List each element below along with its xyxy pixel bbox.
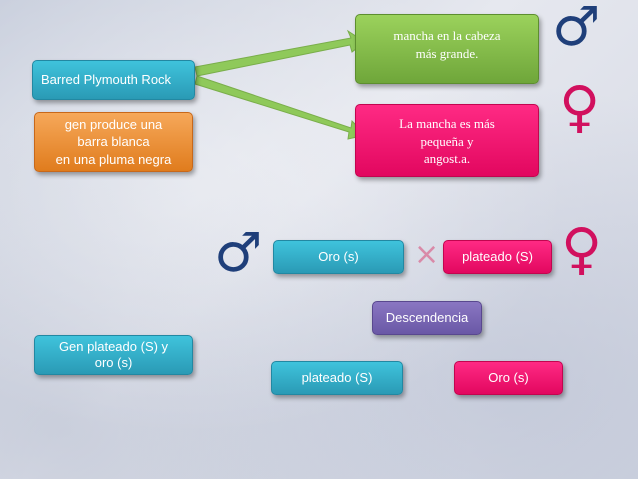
silver-parent-node: plateado (S) — [443, 240, 552, 274]
silver-offspring-label: plateado (S) — [301, 370, 373, 386]
silver-offspring-node: plateado (S) — [271, 361, 403, 395]
barred-plymouth-rock-node: Barred Plymouth Rock — [32, 60, 195, 100]
gene-description-node: gen produce una barra blanca en una plum… — [34, 112, 193, 172]
gene-note-node: Gen plateado (S) y oro (s) — [34, 335, 193, 375]
male-spot-node: mancha en la cabeza más grande. — [355, 14, 539, 84]
gold-parent-node: Oro (s) — [273, 240, 404, 274]
female-spot-node: La mancha es más pequeña y angost.a. — [355, 104, 539, 177]
silver-parent-label: plateado (S) — [462, 249, 533, 265]
female-spot-label: La mancha es más pequeña y angost.a. — [399, 116, 495, 167]
male-symbol-top-icon: ♂ — [552, 0, 601, 58]
gold-offspring-label: Oro (s) — [488, 370, 529, 386]
arrow-to-male-spot — [194, 29, 366, 77]
gene-description-label: gen produce una barra blanca en una plum… — [55, 116, 172, 167]
male-spot-label: mancha en la cabeza más grande. — [393, 28, 501, 61]
gold-parent-label: Oro (s) — [318, 249, 359, 265]
male-symbol-cross-icon: ♂ — [214, 221, 263, 284]
arrow-to-female-spot — [194, 75, 367, 140]
gold-offspring-node: Oro (s) — [454, 361, 563, 395]
descendance-label: Descendencia — [385, 310, 469, 326]
female-symbol-top-icon: ♀ — [559, 75, 601, 140]
gene-note-label: Gen plateado (S) y oro (s) — [58, 338, 169, 370]
female-symbol-cross-icon: ♀ — [561, 217, 603, 282]
cross-icon: × — [414, 237, 440, 272]
descendance-node: Descendencia — [372, 301, 482, 335]
barred-plymouth-rock-label: Barred Plymouth Rock — [41, 72, 172, 88]
